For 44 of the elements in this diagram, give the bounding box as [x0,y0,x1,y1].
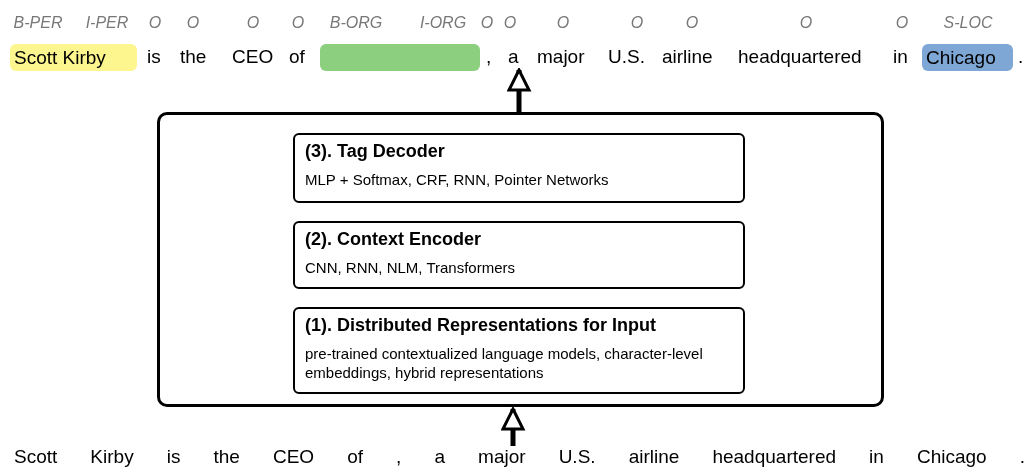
tag-label: O [186,14,200,32]
word-text: . [1018,46,1024,68]
word-text: U.S. [608,46,645,68]
word-text: of [289,46,305,68]
entity-highlight [320,44,480,71]
tag-label: I-ORG [419,14,467,32]
word-text: a [508,46,519,68]
word-text: CEO [232,46,274,68]
layer-title: (3). Tag Decoder [305,141,446,162]
layer-box [293,221,745,289]
entity-highlight: Scott Kirby [10,44,137,71]
tag-label: O [246,14,260,32]
tag-label: I-PER [85,14,129,32]
tag-label: O [480,14,494,32]
word-text: in [893,46,908,68]
tag-label: O [685,14,699,32]
tag-label: O [556,14,570,32]
tag-label: O [503,14,517,32]
tag-label: B-PER [13,14,63,32]
entity-highlight: Chicago [922,44,1013,71]
layer-title: (1). Distributed Representations for Input [305,315,658,336]
input-sentence: Scott Kirby is the CEO of , a major U.S. airline headquartered in Chicago . [14,446,1025,468]
layer-box [293,133,745,203]
layer-box [293,307,745,394]
tag-label: O [630,14,644,32]
tag-label: O [799,14,813,32]
layer-title: (2). Context Encoder [305,229,483,250]
layer-description: MLP + Softmax, CRF, RNN, Pointer Networks [305,170,610,189]
word-text: major [537,46,585,68]
tag-label: O [291,14,305,32]
layer-description: pre-trained contextualized language models, character-level embeddings, hybrid representations [305,344,704,382]
tag-label: O [148,14,162,32]
word-text: , [486,46,492,68]
model-frame [157,112,884,407]
tag-label: O [895,14,909,32]
tag-label: S-LOC [943,14,993,32]
tag-label: B-ORG [329,14,383,32]
arrow [501,407,525,446]
word-text: is [147,46,161,68]
arrow [507,68,531,112]
word-text: airline [662,46,713,68]
word-text: headquartered [738,46,862,68]
layer-description: CNN, RNN, NLM, Transformers [305,258,517,277]
word-text: the [180,46,207,68]
